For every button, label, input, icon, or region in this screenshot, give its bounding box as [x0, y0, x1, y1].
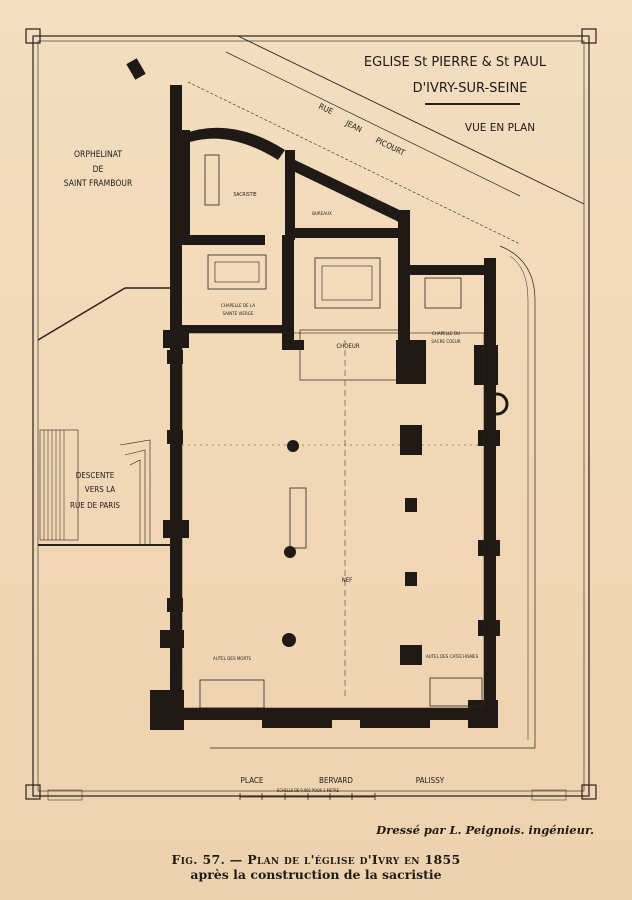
figure-caption: Fig. 57. — Plan de l'église d'Ivry en 18…: [0, 852, 632, 867]
room-autel-catechismes: AUTEL DES CATECHISMES: [426, 654, 479, 660]
left-annex-lines: [37, 287, 170, 546]
room-sacristie: SACRISTIE: [233, 192, 256, 198]
corner-stamps: [47, 789, 567, 801]
label-saint-frambour: SAINT FRAMBOUR: [64, 179, 133, 189]
label-vers-la: VERS LA: [85, 485, 116, 494]
street-label-jean: JEAN: [343, 118, 363, 134]
figure-number: Fig. 57.: [171, 852, 226, 867]
room-bureaux: BUREAUX: [312, 211, 332, 217]
church-walls: [126, 58, 500, 730]
plan-view-label: VUE EN PLAN: [465, 122, 535, 134]
nave-columns: [282, 392, 509, 647]
scale-bar: [239, 793, 376, 800]
room-autel-morts: AUTEL DES MORTS: [213, 656, 251, 662]
label-de: DE: [93, 165, 104, 175]
room-chapelle-vierge-1: CHAPELLE DE LA: [221, 303, 255, 309]
room-choeur: CHOEUR: [336, 343, 359, 350]
nave-lines: [181, 154, 485, 709]
room-nef: NEF: [342, 577, 353, 584]
label-rue-de-paris: RUE DE PARIS: [70, 501, 120, 510]
label-place: PLACE: [241, 776, 264, 785]
plan-title-line1: EGLISE St PIERRE & St PAUL: [364, 55, 547, 70]
street-label-picourt: PICOURT: [374, 136, 407, 158]
figure-title: — Plan de l'église d'Ivry en 1855: [229, 852, 461, 867]
signature: Dressé par L. Peignois. ingénieur.: [376, 823, 594, 837]
room-chapelle-vierge-2: SAINTE VIERGE: [223, 311, 254, 317]
label-descente: DESCENTE: [76, 471, 115, 480]
label-palissy: PALISSY: [416, 776, 445, 785]
room-chapelle-coeur-1: CHAPELLE DU: [432, 331, 460, 337]
figure-caption-line2: après la construction de la sacristie: [190, 867, 442, 882]
street-lines: [187, 35, 585, 749]
label-orphelinat: ORPHELINAT: [74, 150, 122, 160]
room-chapelle-coeur-2: SACRE COEUR: [431, 339, 460, 345]
plan-title-line2: D'IVRY-SUR-SEINE: [413, 81, 528, 96]
scale-label: ECHELLE DE 0,005 POUR 1 METRE: [277, 788, 340, 793]
plate-frame: [25, 28, 597, 800]
label-bervard: BERVARD: [319, 776, 353, 785]
